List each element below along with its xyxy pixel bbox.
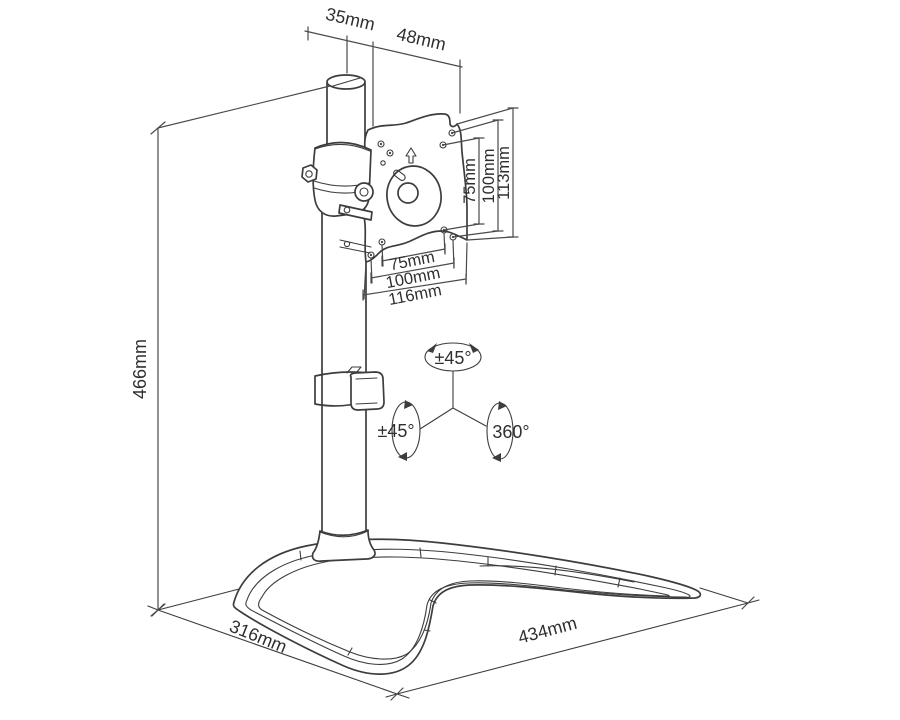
tilt-label: ±45° [434, 348, 471, 368]
pole-diameter-label: 35mm [324, 4, 377, 35]
vesa-v75-label: 75mm [461, 158, 479, 204]
clamp-dome-bolt [354, 182, 374, 202]
rotation-leader-lines [419, 370, 487, 430]
rotation-arrowhead [492, 453, 501, 462]
clamp-left-bolt-center [305, 170, 313, 178]
base-width-label: 434mm [516, 613, 579, 648]
rotation-arrowhead [469, 343, 479, 353]
mount-clamp [301, 141, 374, 254]
cable-clip-hook [349, 371, 385, 411]
clamp-lower-arm [338, 204, 373, 221]
base-collar-rim [319, 530, 369, 538]
vesa-plate [363, 113, 468, 263]
base-rim-contour-inner [258, 556, 670, 660]
base-collar [311, 529, 376, 563]
rotation-arrowhead [398, 452, 407, 461]
vesa-hub-slot [393, 169, 406, 182]
tilt-rotation-ellipse [424, 342, 482, 372]
cable-clip-hook-detail [346, 366, 378, 405]
height-dimension-ticks [150, 121, 166, 617]
base-rim-strip-line [479, 565, 635, 583]
vesa-vertical-dimensions: 75mm 100mm 113mm [442, 107, 519, 241]
clamp-bottom-arm [339, 239, 372, 254]
top-dimension-ticks [307, 26, 461, 74]
vesa-vertical-extensions [442, 107, 514, 241]
clamp-top-rim [314, 143, 371, 152]
clamp-lower-arm-pin [343, 206, 351, 214]
vesa-hub-hole [397, 182, 419, 204]
swivel-label: ±45° [377, 421, 414, 441]
rotation-indicators: ±45° ±45° 360° [377, 342, 530, 462]
base-width-dimension: 434mm [516, 613, 579, 648]
pole-offset-label: 48mm [395, 24, 448, 55]
rotation-arrowhead [427, 343, 437, 353]
top-extension-lines [346, 48, 461, 127]
base [232, 538, 702, 675]
vesa-v113-label: 113mm [495, 146, 513, 200]
up-arrow-icon [405, 147, 417, 164]
top-dimension-line [304, 30, 463, 68]
vesa-hub-ring [386, 165, 442, 227]
cable-clip [314, 366, 385, 411]
vesa-vertical-ticks [473, 107, 519, 238]
ground-diamond-edges [147, 587, 760, 699]
vesa-horizontal-ticks [362, 243, 467, 301]
clamp-bottom-arm-pin [343, 240, 351, 248]
base-collar-body [311, 529, 376, 563]
height-extension-line [157, 85, 331, 129]
vesa-v100-label: 100mm [480, 148, 498, 203]
base-rim-contour-outer [245, 548, 691, 665]
vesa-horizontal-drops [363, 232, 468, 300]
rotation-arrowhead [404, 400, 413, 409]
clamp-left-bolt [301, 164, 318, 183]
stand-height-label: 466mm [130, 339, 150, 399]
pole-top-cap-seam [332, 77, 361, 87]
rotation-arrowhead [498, 401, 507, 410]
vesa-horizontal-dimensions: 75mm 100mm 116mm [362, 232, 468, 309]
vesa-vertical-lines [478, 107, 514, 238]
spin-label: 360° [492, 422, 529, 442]
clamp-dome-bolt-center [359, 187, 369, 197]
height-dimension: 466mm [130, 85, 331, 617]
base-outline [232, 538, 702, 675]
vesa-horizontal-lines [362, 248, 467, 296]
